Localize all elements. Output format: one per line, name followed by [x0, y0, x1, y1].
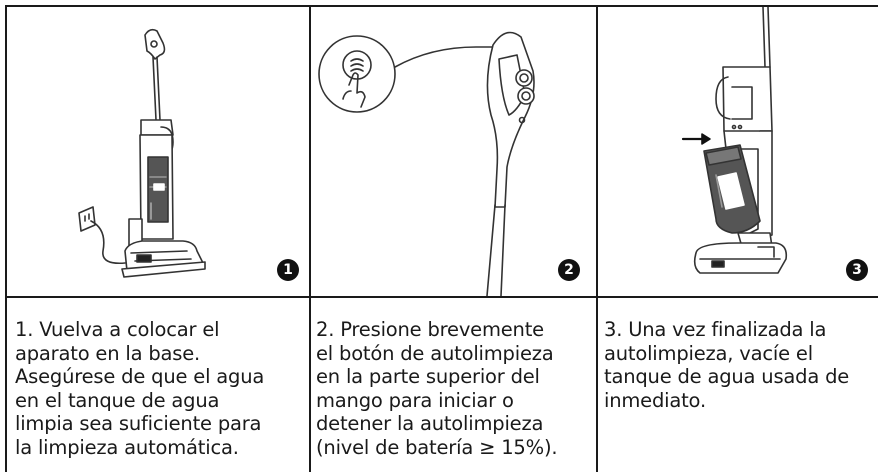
step-badge-2: 2: [558, 259, 580, 281]
step-3-caption: 3. Una vez finalizada la autolimpieza, v…: [604, 318, 849, 412]
step-1-illustration: 1: [7, 7, 309, 296]
table-row-divider: [5, 296, 878, 298]
caption-line: limpia sea suficiente para: [15, 412, 262, 436]
step-1-caption: 1. Vuelva a colocar el aparato en la bas…: [15, 318, 264, 460]
press-self-clean-button-icon: [318, 31, 535, 296]
step-2-caption: 2. Presione brevemente el botón de autol…: [316, 318, 558, 460]
caption-line: en la parte superior del: [316, 365, 540, 389]
caption-line: 3. Una vez finalizada la: [604, 318, 827, 341]
caption-line: el botón de autolimpieza: [316, 341, 554, 365]
instruction-table: [5, 5, 878, 472]
step-3-illustration: 3: [598, 7, 878, 296]
table-top-border: [5, 5, 878, 7]
caption-line: (nivel de batería ≥ 15%).: [316, 435, 558, 459]
caption-line: 2. Presione brevemente: [316, 318, 544, 341]
caption-line: detener la autolimpieza: [316, 412, 544, 436]
table-left-border: [5, 5, 7, 472]
remove-dirty-water-tank-icon: [681, 7, 788, 274]
caption-line: la limpieza automática.: [15, 435, 239, 459]
step-badge-3: 3: [846, 259, 868, 281]
step-badge-1: 1: [277, 259, 299, 281]
caption-line: tanque de agua usada de: [604, 365, 850, 389]
caption-line: en el tanque de agua: [15, 388, 220, 412]
caption-line: 1. Vuelva a colocar el: [15, 318, 220, 341]
table-column-divider-1: [309, 5, 311, 472]
step-2-illustration: 2: [311, 7, 596, 296]
caption-line: mango para iniciar o: [316, 388, 514, 412]
caption-line: Asegúrese de que el agua: [15, 365, 265, 389]
table-column-divider-2: [596, 5, 598, 472]
caption-line: aparato en la base.: [15, 341, 201, 365]
caption-line: autolimpieza, vacíe el: [604, 341, 813, 365]
caption-line: inmediato.: [604, 388, 706, 412]
vacuum-on-base-icon: [78, 28, 206, 278]
